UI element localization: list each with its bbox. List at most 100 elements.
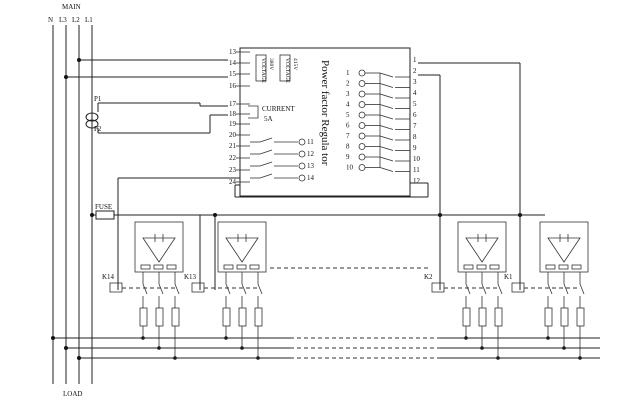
terminal-right-1: 1	[413, 56, 417, 64]
discharge-resistor	[463, 264, 474, 270]
terminal-right-5: 5	[413, 100, 417, 108]
control-wiring	[117, 62, 521, 290]
capacitor-bank-1: K14	[102, 221, 184, 360]
step-4-switch	[379, 104, 394, 109]
load-resistor	[544, 307, 553, 327]
terminal-right-2: 2	[413, 67, 417, 75]
step-3-terminal	[358, 90, 366, 98]
load-resistor	[494, 307, 503, 327]
discharge-resistor	[476, 264, 487, 270]
capacitor-bank-2: K13	[184, 221, 267, 360]
contact-switch	[497, 283, 503, 295]
contact-switch	[174, 283, 180, 295]
terminal-left-19: 19	[229, 120, 237, 128]
capacitor-bank-frame	[134, 221, 184, 273]
step-10-terminal	[358, 164, 366, 171]
terminal-right-10: 10	[413, 155, 421, 163]
load-resistor	[254, 307, 263, 327]
contactor-label-K1: K1	[504, 273, 513, 281]
capacitor-bank-frame	[539, 221, 589, 273]
terminal-right-7: 7	[413, 122, 417, 130]
terminal-left-13: 13	[229, 48, 237, 56]
relay-output-13: 13	[307, 162, 315, 170]
load-bus-1	[51, 336, 600, 340]
terminal-left-15: 15	[229, 70, 237, 78]
terminal-left-17: 17	[229, 100, 237, 108]
step-8: 8	[346, 143, 350, 151]
step-2: 2	[346, 80, 350, 88]
step-6-terminal	[358, 122, 366, 129]
discharge-resistor	[223, 264, 234, 270]
discharge-resistor	[558, 264, 569, 270]
contact-switch	[579, 283, 585, 295]
contactor-label-K14: K14	[102, 273, 115, 281]
step-5: 5	[346, 111, 350, 119]
step-1-switch	[379, 72, 394, 78]
main-bus-junction	[77, 356, 81, 360]
terminal-left-21: 21	[229, 142, 237, 150]
relay-contact-11-switch	[259, 137, 273, 143]
load-resistor	[222, 307, 231, 327]
load-resistor	[155, 307, 164, 327]
contact-switch	[257, 283, 263, 295]
discharge-resistor	[249, 264, 260, 270]
step-10-switch	[379, 167, 394, 172]
current-label: CURRENT	[262, 105, 295, 113]
step-4: 4	[346, 101, 350, 109]
step-9: 9	[346, 153, 350, 161]
main-label: MAIN	[62, 3, 81, 11]
voltage-label-1: VOLTAGE	[260, 58, 266, 84]
voltage-label-1-value: 380V	[268, 58, 274, 70]
capacitor-bank-4: K1	[504, 221, 589, 360]
fuse-label: FUSE	[95, 203, 112, 211]
contact-switch	[547, 283, 553, 295]
contactor-coil-K13	[191, 282, 205, 293]
voltage-supply-wires	[64, 58, 228, 79]
terminal-right-9: 9	[413, 144, 417, 152]
terminal-left-22: 22	[229, 154, 237, 162]
voltage-label-2: VOLTAGE	[284, 58, 290, 84]
phase-label-l3: L3	[59, 16, 67, 24]
p1-label: P1	[94, 95, 102, 103]
contactor-label-K13: K13	[184, 273, 197, 281]
step-5-switch	[379, 114, 394, 120]
step-7: 7	[346, 132, 350, 140]
step-6-switch	[379, 125, 394, 130]
current-rating-label: 5A	[264, 115, 273, 123]
terminal-right-12: 12	[413, 177, 421, 185]
contactor-coil-K14	[109, 282, 123, 293]
step-8-terminal	[358, 143, 366, 150]
step-9-terminal	[358, 153, 366, 161]
contactor-label-K2: K2	[424, 273, 433, 281]
discharge-resistor	[153, 264, 164, 270]
step-1: 1	[346, 69, 350, 77]
power-factor-regulator: VOLTAGE 380V VOLTAGE 415V Power factor R…	[239, 47, 411, 197]
load-resistor	[576, 307, 585, 327]
terminal-right-11: 11	[413, 166, 420, 174]
contact-switch	[158, 283, 164, 295]
discharge-resistor	[236, 264, 247, 270]
contact-switch	[481, 283, 487, 295]
terminal-left-24: 24	[229, 178, 237, 186]
terminal-left-20: 20	[229, 131, 237, 139]
contact-switch	[465, 283, 471, 295]
discharge-resistor	[166, 264, 177, 270]
phase-label-l2: L2	[72, 16, 80, 24]
step-7-switch	[379, 135, 394, 141]
load-label: LOAD	[63, 390, 82, 398]
capacitor-banks: K14 K13 K2 K1	[102, 221, 589, 360]
relay-contact-13-terminal	[298, 162, 306, 170]
capacitor-bank-frame	[217, 221, 267, 273]
relay-output-12: 12	[307, 150, 315, 158]
load-resistor	[171, 307, 180, 327]
load-resistor	[462, 307, 471, 327]
load-bus-2	[64, 346, 600, 350]
terminal-right-8: 8	[413, 133, 417, 141]
regulator-title: Power factor Regula tor	[319, 60, 331, 166]
contact-switch	[241, 283, 247, 295]
